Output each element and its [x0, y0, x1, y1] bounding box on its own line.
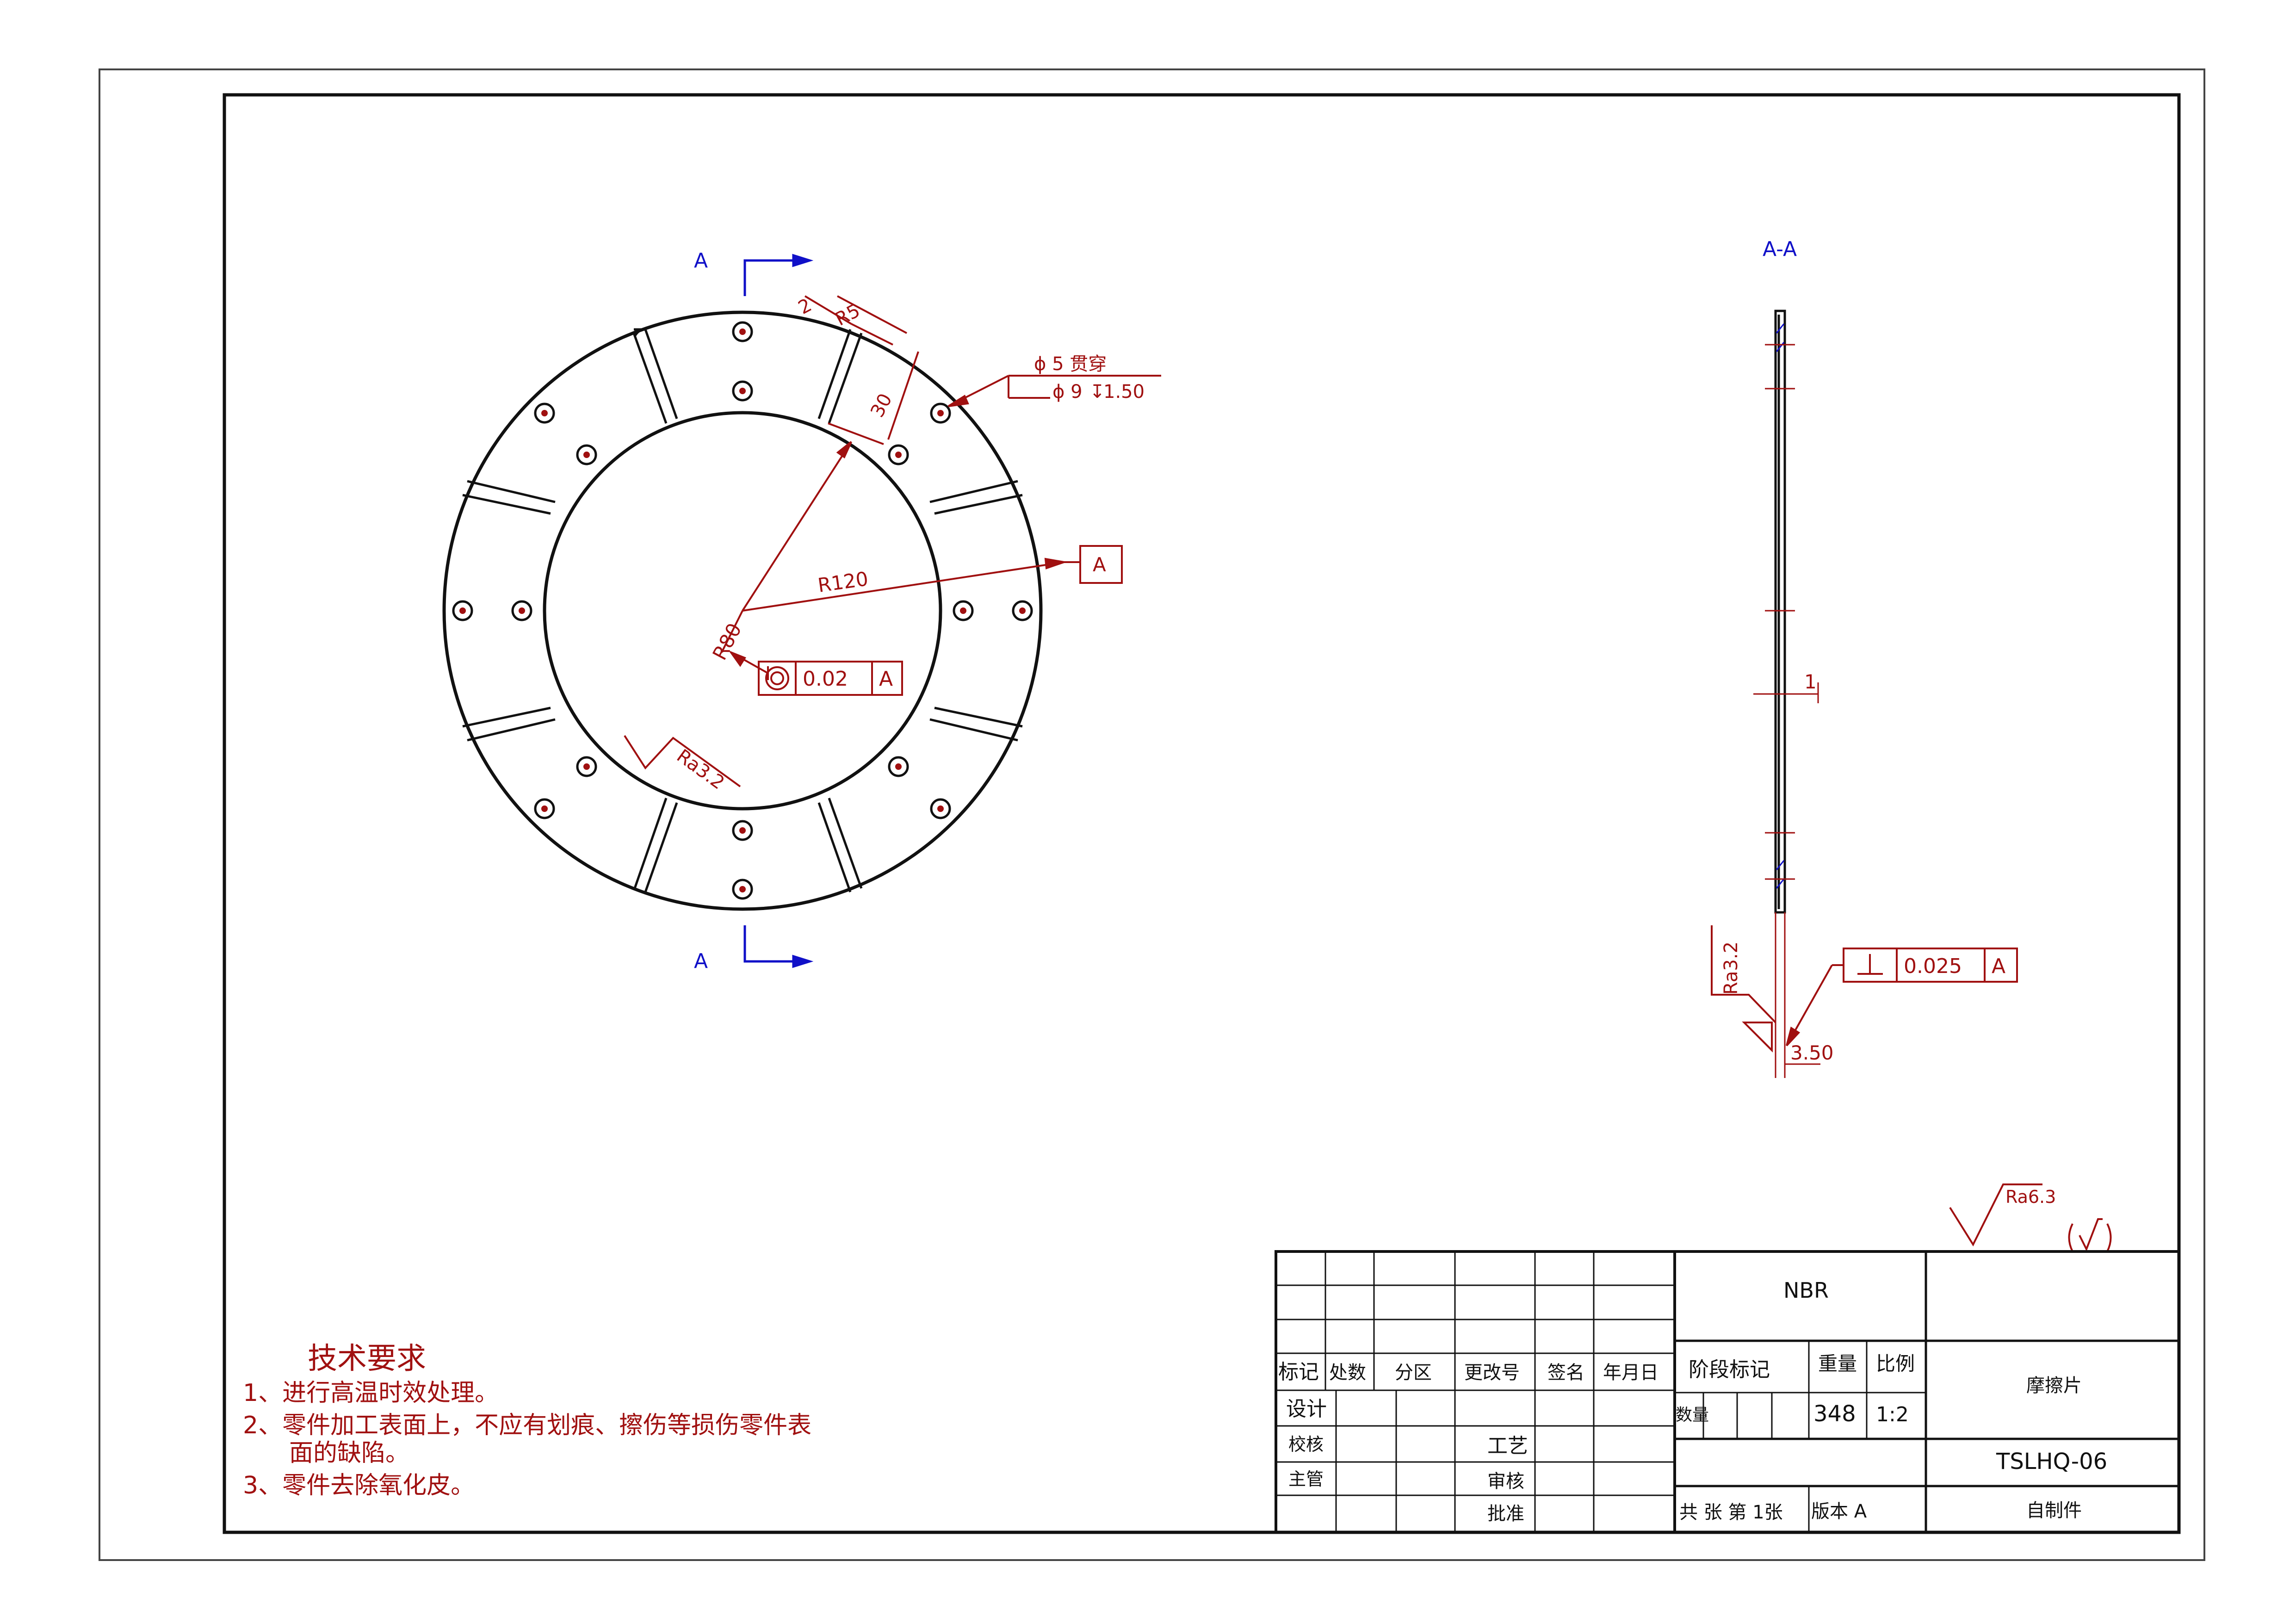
tb-header-change: 更改号	[1464, 1362, 1520, 1383]
tb-review: 审核	[1487, 1471, 1524, 1492]
tb-material: NBR	[1783, 1278, 1829, 1303]
section-hatch	[1776, 323, 1785, 889]
dim-hole-dia: ϕ 5 贯穿	[1034, 353, 1107, 375]
view-label: A-A	[1763, 237, 1797, 261]
dim-thickness-350: 3.50	[1790, 1041, 1834, 1064]
perpendicularity-datum: A	[1992, 954, 2005, 978]
outer-circle	[442, 310, 1043, 911]
section-mark-top: A	[694, 249, 708, 273]
tb-header-date: 年月日	[1603, 1362, 1659, 1383]
tb-drawing-no: TSLHQ-06	[1996, 1449, 2107, 1474]
tech-req-title: 技术要求	[308, 1342, 426, 1376]
perpendicularity-frame	[1786, 948, 2018, 1047]
tb-approve: 批准	[1487, 1503, 1524, 1524]
dim-chamfer-2: 2	[795, 294, 815, 319]
tb-source: 自制件	[2026, 1500, 2082, 1521]
tb-part-name: 摩擦片	[2026, 1375, 2082, 1396]
tb-scale: 1:2	[1876, 1403, 1909, 1426]
tb-process: 工艺	[1487, 1434, 1528, 1458]
datum-box	[1079, 545, 1123, 584]
concentricity-tol: 0.02	[803, 667, 848, 691]
tech-req-item-3: 3、零件去除氧化皮。	[243, 1472, 475, 1499]
dim-width-30: 30	[866, 390, 897, 421]
tb-header-mark: 标记	[1278, 1360, 1319, 1384]
perpendicularity-tol: 0.025	[1904, 954, 1962, 978]
inner-frame	[223, 93, 2181, 1534]
dim-radius-r5: R5	[832, 300, 864, 330]
dim-thickness-1: 1	[1804, 670, 1817, 693]
tb-version: 版本 A	[1811, 1501, 1867, 1522]
surface-ra-face: Ra3.2	[673, 745, 728, 794]
tb-chief: 主管	[1288, 1469, 1324, 1489]
tech-req-item-2b: 面的缺陷。	[289, 1439, 409, 1467]
tb-check: 校核	[1288, 1434, 1324, 1455]
tb-qty-label: 数量	[1676, 1406, 1709, 1425]
section-cut-marks	[743, 254, 814, 968]
tb-weight-label: 重量	[1818, 1352, 1857, 1375]
concentricity-datum: A	[879, 667, 893, 691]
concentricity-frame	[758, 661, 903, 696]
front-view	[442, 310, 1043, 911]
dim-counterbore: ϕ 9	[1052, 381, 1083, 403]
surface-symbol-side	[1711, 925, 1776, 1053]
tb-weight: 348	[1813, 1401, 1856, 1427]
surface-symbol-face	[624, 735, 741, 787]
front-dimensions	[721, 295, 1161, 680]
default-ra: Ra6.3	[2005, 1187, 2056, 1207]
section-mark-bottom: A	[694, 949, 708, 973]
dim-counterbore-depth: 1.50	[1103, 381, 1145, 403]
rivet-holes	[452, 321, 1033, 900]
inner-circle	[543, 411, 942, 811]
tech-req-item-1: 1、进行高温时效处理。	[243, 1379, 499, 1407]
dim-counterbore-depth-symbol: ↧	[1089, 381, 1105, 403]
outer-border	[99, 68, 2205, 1561]
tb-stage: 阶段标记	[1689, 1358, 1770, 1381]
tb-sheets: 共 张 第 1张	[1679, 1502, 1783, 1523]
tb-header-sign: 签名	[1547, 1362, 1584, 1383]
pad-grooves	[462, 328, 1023, 892]
tb-header-zone: 分区	[1395, 1362, 1432, 1383]
datum-label: A	[1093, 553, 1106, 576]
tb-design: 设计	[1286, 1397, 1327, 1421]
section-center-ticks	[1753, 344, 1820, 1078]
surface-ra-side: Ra3.2	[1720, 942, 1742, 995]
default-roughness-symbol	[1949, 1183, 2112, 1252]
tb-header-count: 处数	[1329, 1362, 1366, 1383]
tb-scale-label: 比例	[1876, 1352, 1915, 1375]
title-block	[1275, 1250, 2180, 1534]
tech-req-item-2: 2、零件加工表面上，不应有划痕、擦伤等损伤零件表	[243, 1412, 811, 1439]
section-view	[1774, 310, 1786, 914]
